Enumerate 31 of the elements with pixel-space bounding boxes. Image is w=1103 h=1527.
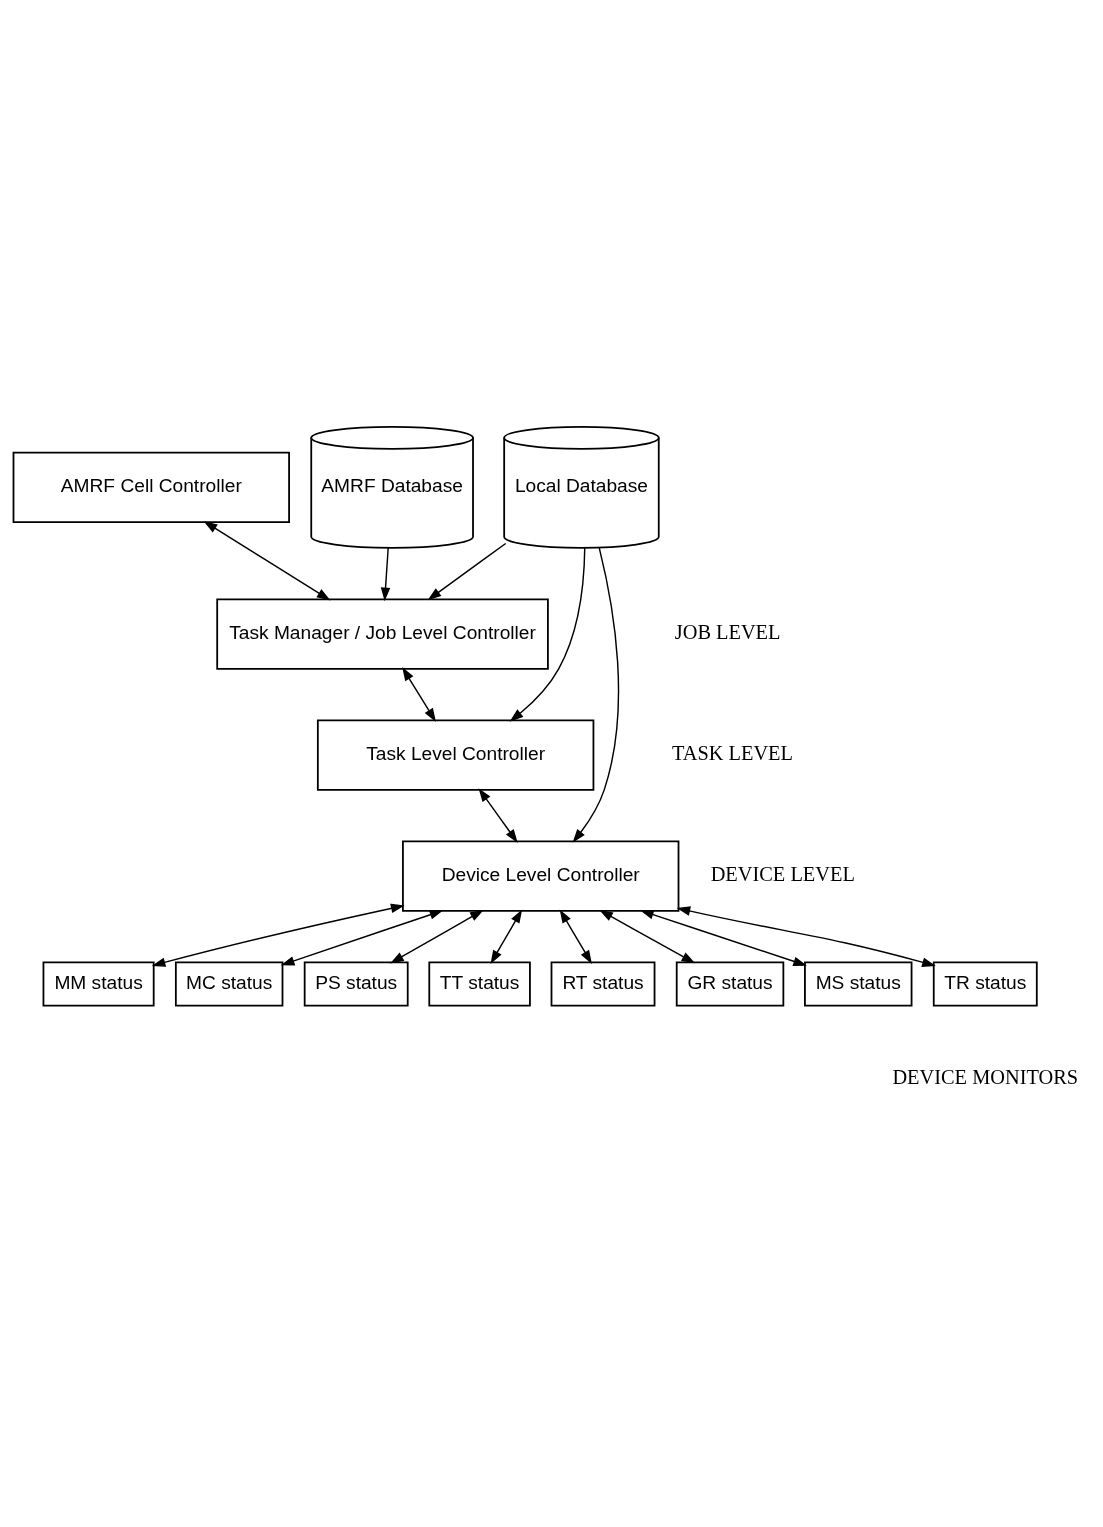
node-box: MC status (174, 961, 284, 1007)
node-box: TR status (932, 961, 1038, 1007)
label: DEVICE LEVEL (710, 863, 855, 886)
label: DEVICE MONITORS (892, 1065, 1079, 1088)
node-box: Task Level Controller (316, 719, 595, 791)
arrow (402, 667, 436, 722)
arrow (151, 903, 405, 967)
node-box: PS status (303, 961, 409, 1007)
arrow (676, 906, 936, 967)
arrow (203, 521, 331, 601)
arrow (380, 547, 391, 602)
node-box: MM status (42, 961, 155, 1007)
node-box: GR status (675, 961, 785, 1007)
arrow (490, 909, 523, 964)
node-box: TT status (428, 961, 531, 1007)
arrow (599, 909, 696, 964)
node-box: Device Level Controller (402, 840, 680, 912)
node-box: RT status (550, 961, 656, 1007)
arrow (280, 910, 444, 966)
arrow (572, 547, 620, 843)
arrow (427, 542, 507, 601)
node-box: Task Manager / Job Level Controller (216, 598, 549, 670)
arrow (478, 788, 518, 843)
label: JOB LEVEL (674, 621, 781, 643)
arrow (640, 910, 807, 966)
arrow (390, 909, 484, 964)
node-box: AMRF Cell Controller (12, 451, 290, 523)
arrow (509, 547, 586, 722)
arrow (559, 909, 592, 964)
label: TASK LEVEL (671, 742, 793, 765)
node-box: MS status (804, 961, 913, 1007)
